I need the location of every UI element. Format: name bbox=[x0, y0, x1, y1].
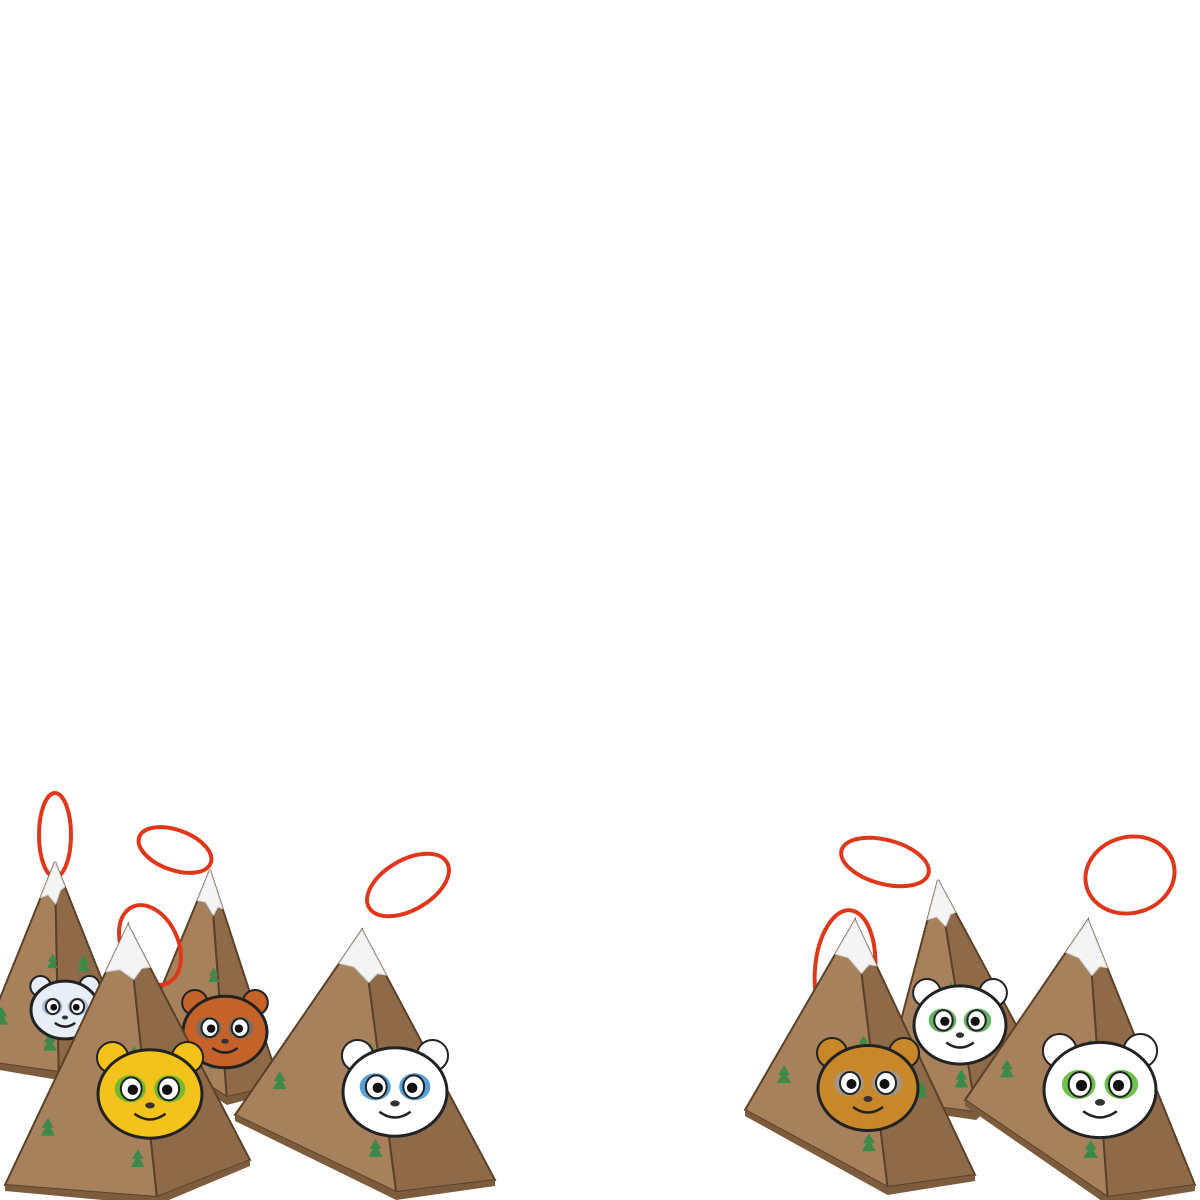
box-base bbox=[965, 1100, 1195, 1200]
green-eyed-panda-pet bbox=[1041, 1033, 1159, 1140]
snow-cap bbox=[1065, 918, 1109, 977]
pet-pupil bbox=[72, 1003, 80, 1011]
pet-nose bbox=[145, 1102, 155, 1109]
horned-ram-pet bbox=[181, 989, 269, 1070]
tree-decoration bbox=[130, 1149, 145, 1168]
pet-mouth bbox=[1082, 1110, 1118, 1119]
pet-pupil bbox=[879, 1079, 890, 1089]
pet-nose bbox=[1094, 1098, 1106, 1106]
pet-mouth bbox=[133, 1112, 167, 1121]
pet-pupil bbox=[127, 1084, 139, 1096]
ribbon-loop bbox=[839, 835, 931, 889]
pet-pupil bbox=[372, 1082, 384, 1094]
tree-decoration bbox=[777, 1064, 792, 1083]
pet-head bbox=[1042, 1040, 1158, 1140]
pet-nose bbox=[955, 1032, 965, 1038]
ribbon-loop bbox=[1083, 834, 1177, 916]
tree-decoration bbox=[954, 1069, 969, 1088]
pet-head bbox=[912, 984, 1008, 1066]
tree-decoration bbox=[1083, 1139, 1098, 1158]
ribbon-loop bbox=[365, 851, 451, 919]
box-base bbox=[745, 1110, 975, 1195]
pet-pupil bbox=[406, 1082, 418, 1094]
tree-decoration bbox=[46, 953, 59, 969]
pet-head bbox=[96, 1048, 204, 1140]
snow-cap bbox=[338, 929, 387, 984]
ornament-right-front bbox=[963, 834, 1197, 1200]
pet-pupil bbox=[50, 1003, 58, 1011]
pet-mouth bbox=[945, 1041, 975, 1049]
box-base bbox=[0, 1000, 110, 1080]
box-base bbox=[5, 1160, 250, 1200]
snow-cap bbox=[926, 878, 957, 928]
tree-decoration bbox=[77, 954, 90, 972]
box-base bbox=[235, 1115, 495, 1200]
pet-head bbox=[341, 1046, 449, 1138]
ornament-left-front bbox=[3, 903, 252, 1200]
tree-decoration bbox=[368, 1138, 383, 1157]
tree-decoration bbox=[40, 1117, 55, 1136]
pet-mouth bbox=[54, 1021, 76, 1028]
moose-pet bbox=[816, 1037, 920, 1132]
snow-cap bbox=[834, 918, 878, 975]
ribbon-loop bbox=[136, 825, 214, 875]
pet-pupil bbox=[234, 1024, 244, 1033]
tree-decoration bbox=[208, 967, 220, 982]
tree-decoration bbox=[0, 1006, 9, 1025]
pet-pupil bbox=[206, 1024, 216, 1033]
pet-pupil bbox=[161, 1084, 173, 1096]
green-spotted-pet bbox=[912, 978, 1008, 1066]
pet-nose bbox=[863, 1096, 873, 1102]
ornament-center-left bbox=[233, 851, 497, 1200]
snow-cap bbox=[39, 860, 66, 906]
pet-pupil bbox=[940, 1016, 950, 1026]
tree-decoration bbox=[42, 1032, 57, 1051]
tree-decoration bbox=[861, 1133, 876, 1152]
snow-cap bbox=[105, 923, 151, 981]
pet-mouth bbox=[378, 1110, 412, 1119]
pet-pupil bbox=[1075, 1079, 1088, 1092]
pet-pupil bbox=[1112, 1079, 1125, 1092]
snow-cap bbox=[196, 868, 224, 917]
blue-white-cat-pet bbox=[340, 1039, 450, 1138]
pet-nose bbox=[221, 1038, 229, 1044]
pet-mouth bbox=[211, 1046, 239, 1054]
pet-mouth bbox=[852, 1105, 884, 1114]
yellow-blob-pet bbox=[95, 1041, 205, 1140]
tree-decoration bbox=[999, 1059, 1014, 1078]
ornament-right-back bbox=[743, 908, 977, 1195]
pet-pupil bbox=[970, 1016, 980, 1026]
tree-decoration bbox=[272, 1071, 287, 1090]
pet-nose bbox=[390, 1100, 400, 1107]
pet-pupil bbox=[846, 1079, 857, 1089]
pet-nose bbox=[61, 1015, 69, 1020]
pet-head bbox=[816, 1044, 920, 1132]
ornaments-layer bbox=[0, 791, 1197, 1200]
